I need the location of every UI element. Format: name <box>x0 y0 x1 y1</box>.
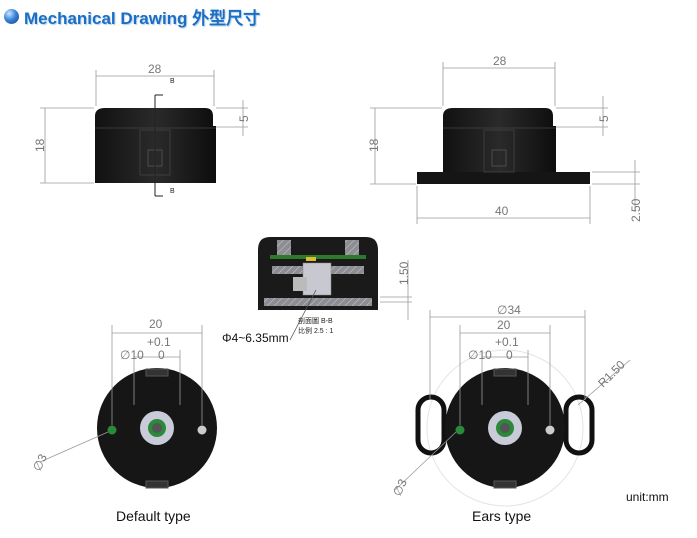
front-view-default: 20 +0.1 ∅10 0 ∅3 Default type <box>30 317 217 524</box>
dim-ear-radius: R1.50 <box>595 357 628 390</box>
section-mark-top: B <box>170 78 175 85</box>
dim-hole-spacing: 20 <box>149 317 163 331</box>
label-ears-type: Ears type <box>472 508 531 524</box>
tol-lower: 0 <box>158 348 165 362</box>
dim-hole-spacing: 20 <box>497 318 511 332</box>
label-default-type: Default type <box>116 508 191 524</box>
dim-step: 5 <box>237 115 251 122</box>
dim-flange-width: 40 <box>495 204 509 218</box>
dim-center-dia: ∅10 <box>468 348 492 362</box>
bullet-icon <box>4 9 19 24</box>
side-view-ears: 28 18 5 40 2.50 <box>367 54 643 224</box>
section-mark-bottom: B <box>170 188 175 195</box>
side-view-default: 28 18 5 B B <box>33 62 251 197</box>
title-text: Mechanical Drawing 外型尺寸 <box>24 9 261 28</box>
tol-upper: +0.1 <box>495 335 519 349</box>
unit-label: unit:mm <box>626 490 669 504</box>
shaft-diameter: Φ4~6.35mm <box>222 331 289 345</box>
tol-upper: +0.1 <box>147 335 171 349</box>
section-caption: 剖面圖 B-B <box>298 316 333 325</box>
dim-flange-thickness: 2.50 <box>629 198 643 222</box>
front-view-ears: ∅34 20 +0.1 ∅10 0 ∅3 R1.50 Ears type <box>390 303 631 524</box>
dim-hole-dia: ∅3 <box>390 477 410 499</box>
dim-width: 28 <box>493 54 507 68</box>
dim-overall-dia: ∅34 <box>497 303 521 317</box>
dim-height: 18 <box>33 138 47 152</box>
tol-lower: 0 <box>506 348 513 362</box>
dim-center-dia: ∅10 <box>120 348 144 362</box>
page-title: Mechanical Drawing 外型尺寸 <box>4 4 260 29</box>
section-scale: 比例 2.5 : 1 <box>298 326 334 335</box>
dim-step: 5 <box>597 115 611 122</box>
dim-height: 18 <box>367 138 381 152</box>
dim-width: 28 <box>148 62 162 76</box>
dim-hole-dia: ∅3 <box>30 452 50 474</box>
section-view: 1.50 Φ4~6.35mm 剖面圖 B-B 比例 2.5 : 1 <box>222 237 412 345</box>
dim-gap: 1.50 <box>397 261 411 285</box>
